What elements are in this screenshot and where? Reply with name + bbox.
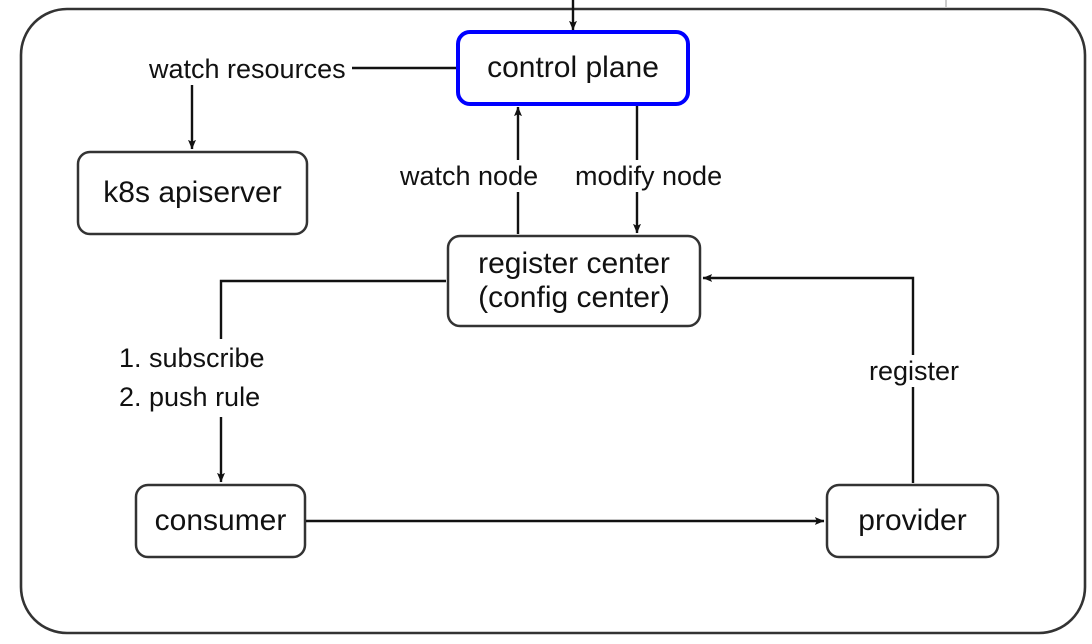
outer-boundary [19,7,1087,635]
node-provider[interactable] [827,485,998,557]
node-shape-control-plane[interactable] [456,30,690,106]
node-shape-register-center[interactable] [446,234,702,328]
node-register-center[interactable] [448,236,700,326]
edge-watch-resources [188,66,456,150]
node-control-plane[interactable] [458,32,688,104]
node-shape-k8s-apiserver[interactable] [76,150,309,236]
edge-register [702,274,915,483]
node-shape-consumer[interactable] [134,483,307,559]
node-shape-provider[interactable] [825,483,1000,559]
node-k8s-apiserver[interactable] [78,152,307,234]
edge-subscribe-push [217,279,446,483]
node-consumer[interactable] [136,485,305,557]
